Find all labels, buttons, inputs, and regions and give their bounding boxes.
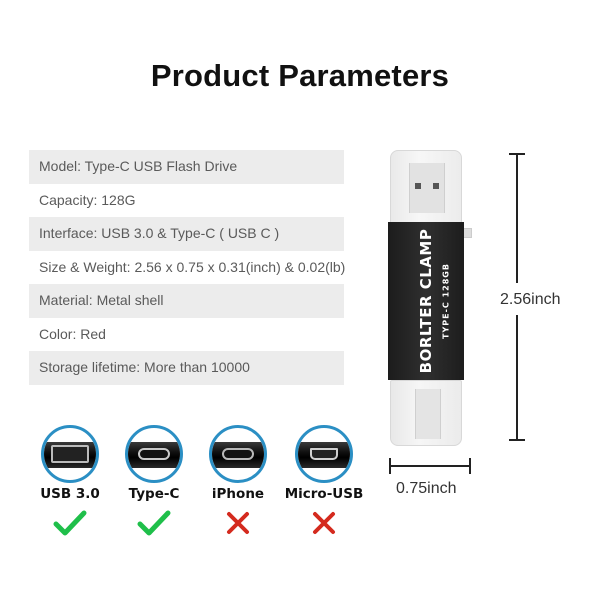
check-icon: [114, 510, 194, 536]
spec-row-size-weight: Size & Weight: 2.56 x 0.75 x 0.31(inch) …: [39, 258, 346, 275]
usb-a-port-icon: [41, 425, 99, 483]
port-label: Micro-USB: [284, 486, 364, 502]
cross-icon: [284, 510, 364, 536]
page-title: Product Parameters: [150, 58, 450, 93]
compat-micro-usb: Micro-USB: [284, 425, 364, 536]
model-text: TYPE-C 128GB: [441, 263, 451, 339]
spec-row-model: Model: Type-C USB Flash Drive: [29, 150, 344, 184]
brand-text: BORLTER CLAMP: [417, 228, 435, 374]
width-label: 0.75inch: [396, 480, 457, 497]
usb-a-cap: [390, 150, 462, 224]
compat-type-c: Type-C: [114, 425, 194, 536]
usb-a-plug: [409, 163, 445, 213]
flash-drive-image: BORLTER CLAMP TYPE-C 128GB: [388, 150, 472, 446]
height-dimension-line: [509, 153, 525, 441]
micro-usb-port-icon: [295, 425, 353, 483]
type-c-plug: [415, 389, 441, 439]
type-c-port-icon: [125, 425, 183, 483]
spec-row-capacity: Capacity: 128G: [39, 191, 136, 208]
spec-row-material: Material: Metal shell: [29, 284, 344, 318]
check-icon: [30, 510, 110, 536]
spec-table: Model: Type-C USB Flash Drive Capacity: …: [29, 150, 346, 385]
compatibility-row: USB 3.0 Type-C iPhone Micro-USB: [30, 425, 363, 545]
drive-body: BORLTER CLAMP TYPE-C 128GB: [388, 222, 464, 380]
port-label: iPhone: [211, 486, 265, 502]
spec-row-storage-lifetime: Storage lifetime: More than 10000: [29, 351, 344, 385]
height-label: 2.56inch: [500, 291, 561, 309]
compat-iphone: iPhone: [198, 425, 278, 536]
cross-icon: [198, 510, 278, 536]
spec-row-interface: Interface: USB 3.0 & Type-C ( USB C ): [29, 217, 344, 251]
port-label: USB 3.0: [40, 486, 100, 502]
spec-row-color: Color: Red: [39, 325, 106, 342]
lightning-port-icon: [209, 425, 267, 483]
port-label: Type-C: [128, 486, 180, 502]
type-c-cap: [390, 380, 462, 446]
compat-usb3: USB 3.0: [30, 425, 110, 536]
width-dimension-line: [389, 458, 471, 474]
